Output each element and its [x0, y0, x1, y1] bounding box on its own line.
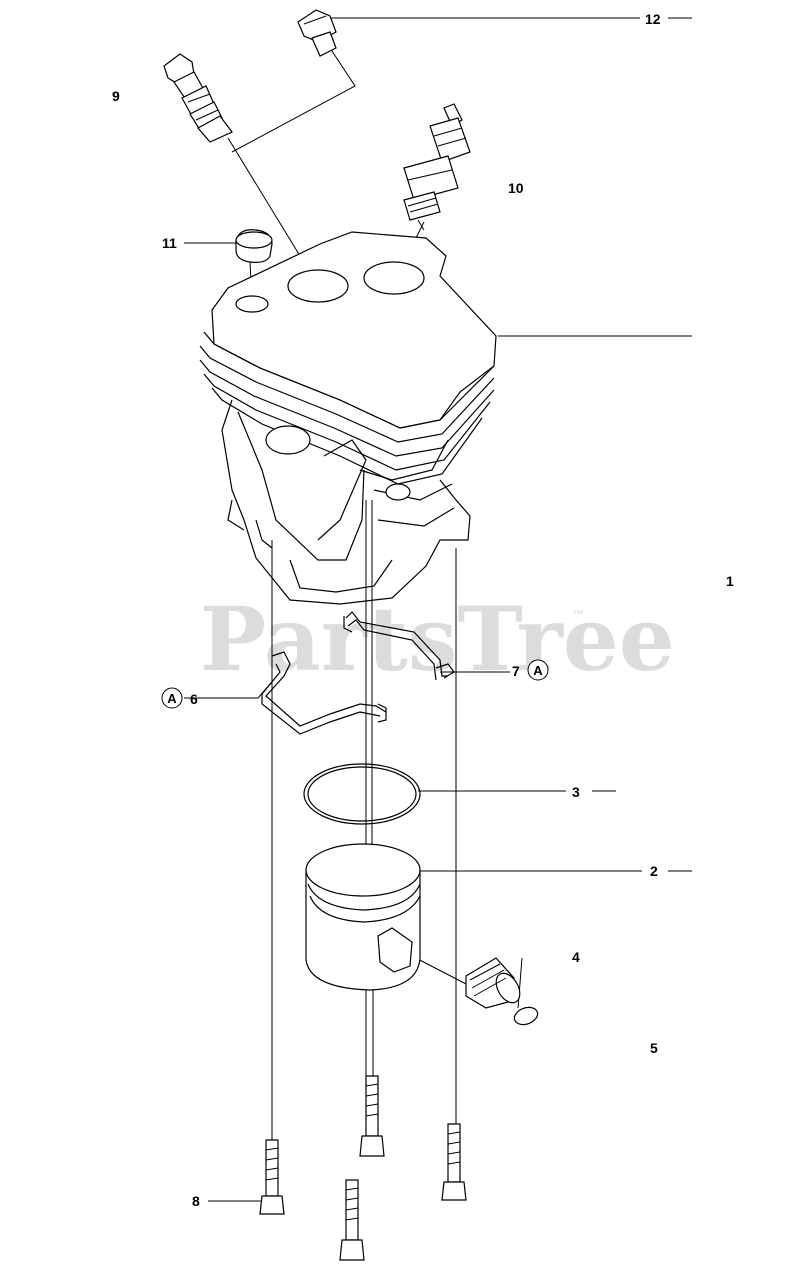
circlip-5	[513, 1006, 539, 1026]
label-1: 1	[726, 573, 734, 589]
gasket-clip-7	[343, 611, 455, 681]
callout-a-left: A	[161, 687, 183, 709]
piston-2	[305, 843, 421, 991]
watermark: PartsTree	[200, 587, 675, 691]
label-11: 11	[162, 235, 177, 251]
spark-plug-10	[403, 103, 471, 231]
label-9: 9	[112, 88, 120, 104]
label-3: 3	[572, 784, 580, 800]
label-4: 4	[572, 949, 580, 965]
label-2: 2	[650, 863, 658, 879]
screws-8	[259, 1075, 467, 1261]
svg-text:A: A	[167, 691, 177, 706]
label-12: 12	[645, 11, 661, 27]
cap-11	[235, 229, 273, 263]
label-5: 5	[650, 1040, 658, 1056]
cylinder-1	[199, 231, 497, 605]
label-6: 6	[190, 691, 198, 707]
watermark-trademark: ™	[572, 607, 584, 621]
gasket-clip-6	[261, 651, 387, 735]
label-7: 7	[512, 663, 520, 679]
svg-text:A: A	[533, 663, 543, 678]
label-8: 8	[192, 1193, 200, 1209]
needle-bearing-4	[465, 957, 521, 1009]
piston-ring-3	[303, 763, 421, 825]
decompression-valve-9	[163, 53, 233, 143]
plug-12	[297, 9, 337, 57]
callout-a-right: A	[527, 659, 549, 681]
label-10: 10	[508, 180, 524, 196]
